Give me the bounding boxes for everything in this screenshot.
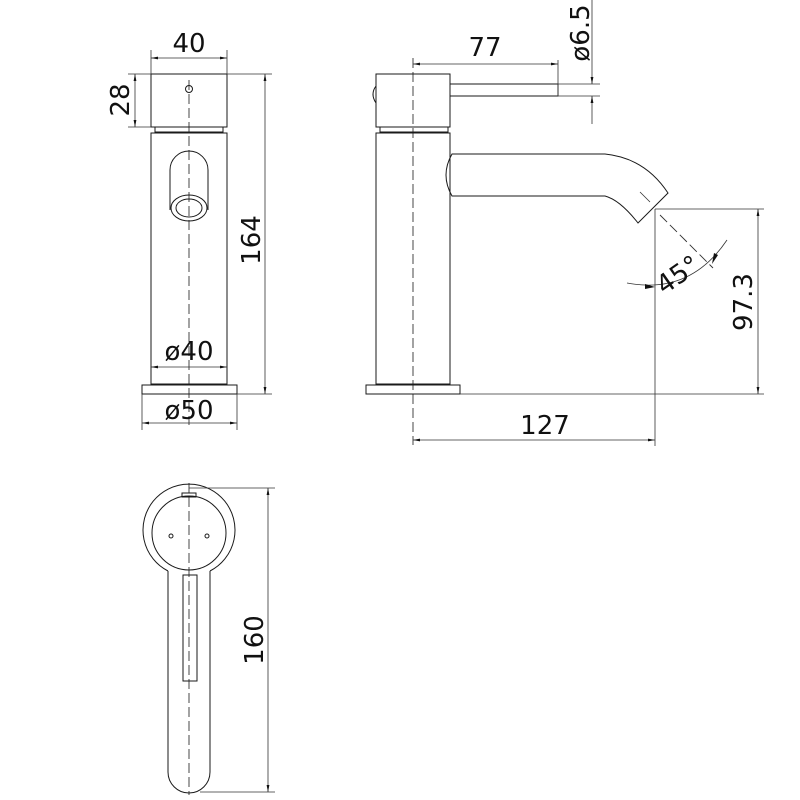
top-dot-left (168, 533, 174, 539)
side-cap-pin (372, 85, 377, 104)
label-spout-angle: 45° (651, 250, 706, 301)
top-dot-right (204, 533, 210, 539)
label-cap-height: 28 (106, 83, 136, 116)
label-spout-reach: 127 (520, 411, 570, 441)
aerator-inner (175, 198, 203, 218)
front-cap-pin (185, 85, 193, 93)
top-pin (181, 492, 197, 498)
label-handle-length: 160 (240, 615, 270, 665)
front-body (150, 132, 228, 385)
dim-spout-angle (626, 239, 728, 286)
label-total-height: 164 (237, 215, 267, 265)
spout-outline (169, 150, 209, 210)
top-view: 160 (142, 483, 275, 795)
top-inner-disc (151, 495, 227, 571)
aerator-outer (170, 194, 208, 222)
label-lever-length: 77 (468, 33, 501, 63)
label-body-diameter: ø40 (165, 337, 214, 367)
side-body (375, 132, 451, 385)
label-spout-height: 97.3 (729, 273, 759, 331)
top-handle (167, 571, 211, 794)
top-outer-ring (142, 483, 236, 572)
lever (449, 83, 559, 97)
front-view: 40 28 164 ø40 ø50 (106, 29, 272, 430)
label-base-diameter: ø50 (165, 396, 214, 426)
side-neck (379, 126, 449, 133)
front-base (141, 384, 238, 395)
front-neck (154, 126, 224, 133)
spout (445, 153, 669, 224)
top-handle-slot (182, 574, 198, 682)
side-view: 77 ø6.5 97.3 127 45° (365, 0, 764, 446)
label-lever-diameter: ø6.5 (566, 4, 596, 61)
side-base (365, 384, 461, 395)
label-width-top: 40 (172, 29, 205, 59)
